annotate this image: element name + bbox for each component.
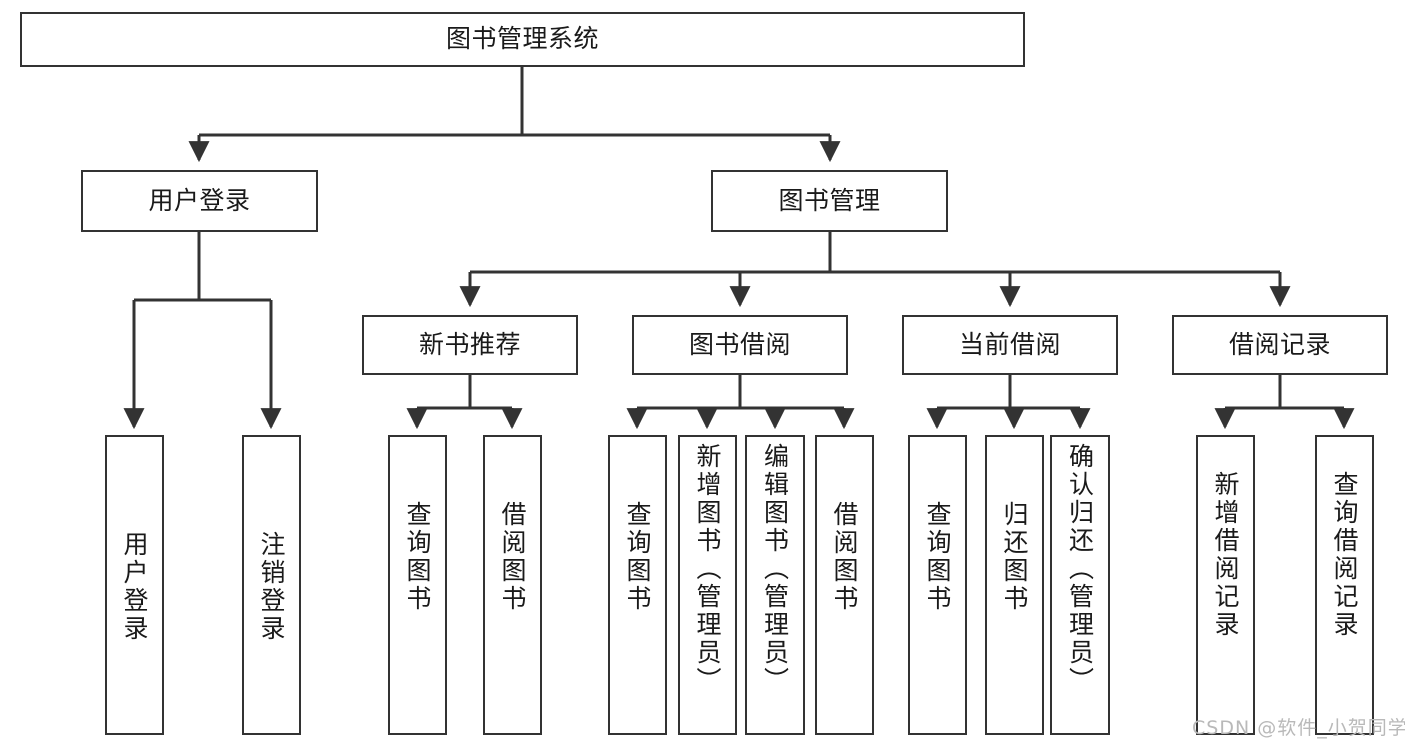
node-user-login[interactable]: 用户登录 bbox=[81, 170, 318, 232]
csdn-watermark: CSDN @软件_小贺同学 bbox=[1192, 717, 1405, 739]
node-label: 查询图书 bbox=[923, 501, 952, 613]
leaf-book-borrow-edit-book-admin[interactable]: 编辑图书（管理员） bbox=[745, 435, 805, 735]
node-root-book-management-system[interactable]: 图书管理系统 bbox=[20, 12, 1025, 67]
node-label: 图书管理系统 bbox=[445, 24, 599, 54]
leaf-new-book-borrow-book[interactable]: 借阅图书 bbox=[483, 435, 542, 735]
node-label: 查询图书 bbox=[623, 501, 652, 613]
node-book-borrow[interactable]: 图书借阅 bbox=[632, 315, 848, 375]
leaf-borrow-record-add-record[interactable]: 新增借阅记录 bbox=[1196, 435, 1255, 735]
node-label: 新书推荐 bbox=[418, 329, 521, 359]
node-label: 查询借阅记录 bbox=[1330, 471, 1359, 639]
leaf-user-login-login[interactable]: 用户登录 bbox=[105, 435, 164, 735]
node-label: 图书管理 bbox=[778, 185, 881, 215]
leaf-current-borrow-confirm-return-admin[interactable]: 确认归还（管理员） bbox=[1050, 435, 1110, 735]
leaf-user-login-logout[interactable]: 注销登录 bbox=[242, 435, 301, 735]
node-borrow-record[interactable]: 借阅记录 bbox=[1172, 315, 1388, 375]
leaf-book-borrow-add-book-admin[interactable]: 新增图书（管理员） bbox=[678, 435, 737, 735]
node-label: 确认归还（管理员） bbox=[1065, 443, 1095, 695]
node-label: 借阅图书 bbox=[830, 501, 859, 613]
leaf-borrow-record-query-record[interactable]: 查询借阅记录 bbox=[1315, 435, 1374, 735]
node-label: 新增借阅记录 bbox=[1211, 471, 1240, 639]
node-label: 图书借阅 bbox=[688, 329, 791, 359]
node-label: 用户登录 bbox=[120, 531, 149, 643]
leaf-book-borrow-query-book[interactable]: 查询图书 bbox=[608, 435, 667, 735]
node-label: 归还图书 bbox=[1000, 501, 1029, 613]
node-new-book-recommend[interactable]: 新书推荐 bbox=[362, 315, 578, 375]
leaf-book-borrow-borrow-book[interactable]: 借阅图书 bbox=[815, 435, 874, 735]
leaf-current-borrow-query-book[interactable]: 查询图书 bbox=[908, 435, 967, 735]
node-label: 新增图书（管理员） bbox=[693, 443, 722, 695]
node-label: 注销登录 bbox=[257, 531, 286, 643]
node-current-borrow[interactable]: 当前借阅 bbox=[902, 315, 1118, 375]
node-label: 用户登录 bbox=[148, 185, 251, 215]
node-label: 借阅图书 bbox=[498, 501, 527, 613]
node-label: 编辑图书（管理员） bbox=[760, 443, 790, 695]
node-label: 查询图书 bbox=[403, 501, 432, 613]
leaf-current-borrow-return-book[interactable]: 归还图书 bbox=[985, 435, 1044, 735]
node-label: 当前借阅 bbox=[958, 329, 1061, 359]
leaf-new-book-query-book[interactable]: 查询图书 bbox=[388, 435, 447, 735]
node-label: 借阅记录 bbox=[1228, 329, 1331, 359]
node-book-management[interactable]: 图书管理 bbox=[711, 170, 948, 232]
